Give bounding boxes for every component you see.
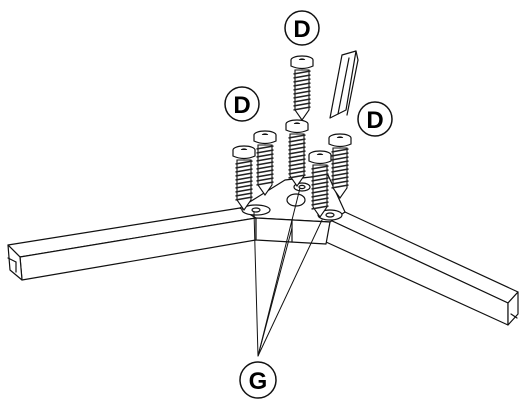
label-g-text: G: [249, 368, 268, 395]
base-leg-right: [325, 211, 519, 326]
screw-icon: [232, 145, 256, 211]
base-leg-rear: [329, 50, 359, 119]
label-d-left-text: D: [233, 92, 250, 119]
label-d-top: D: [284, 10, 320, 46]
leader-lines: [253, 187, 323, 357]
screw-icon: [328, 133, 352, 199]
screw-icon: [290, 55, 314, 121]
base-leg-left: [7, 207, 257, 281]
label-d-left: D: [224, 86, 260, 122]
screw-icon: [308, 150, 332, 218]
screw-group: [232, 55, 352, 218]
label-d-right: D: [357, 101, 393, 137]
label-d-top-text: D: [293, 16, 310, 43]
screw-icon: [285, 119, 309, 187]
pad-left: [241, 204, 271, 216]
screw-icon: [253, 130, 277, 196]
label-d-right-text: D: [366, 107, 383, 134]
label-g: G: [239, 361, 277, 399]
